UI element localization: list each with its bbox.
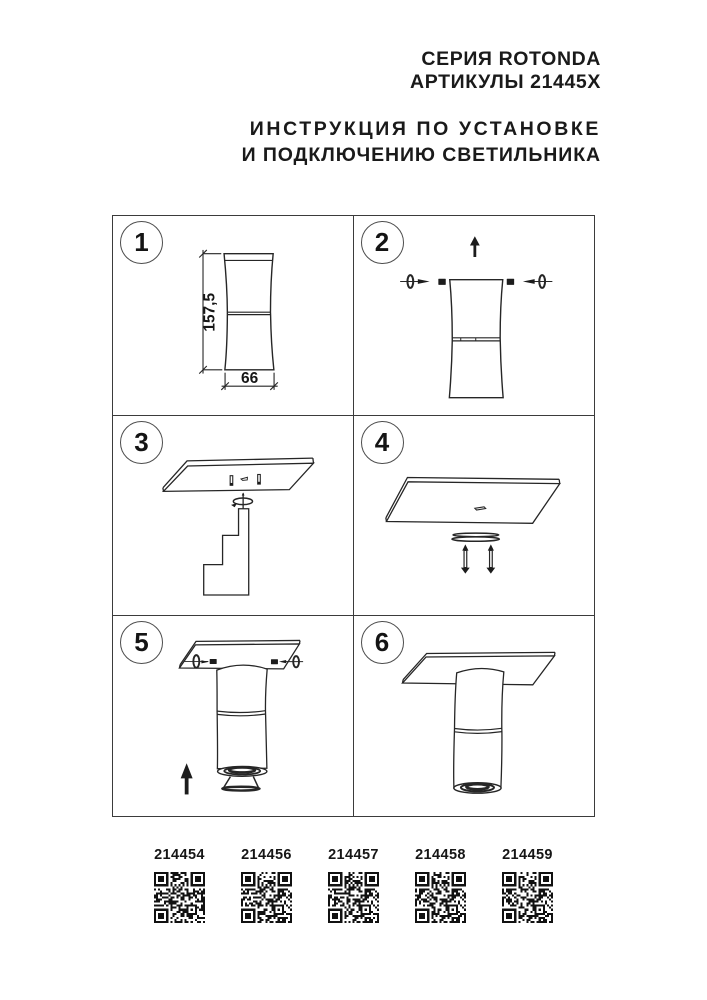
step-panel-2: 2 [353,216,594,416]
qr-label: 214457 [328,847,379,863]
instruction-title-line1: ИНСТРУКЦИЯ ПО УСТАНОВКЕ [249,118,601,141]
ceiling-plate [161,457,315,493]
step-number: 4 [374,427,390,457]
lamp-bottom-rings [216,765,268,777]
lamp-bottom-rings [452,782,502,794]
steps-grid: 157,5 66 1 [112,215,595,817]
step-number-badge: 4 [360,421,404,464]
step-number-badge: 1 [120,221,163,264]
up-arrow-icon [180,763,193,795]
dim-height-label: 157,5 [201,293,218,332]
left-screw-symbol [399,274,446,289]
step-number-badge: 3 [120,421,163,464]
plate-slots [229,473,261,486]
qr-label: 214456 [241,847,292,863]
step-panel-1: 157,5 66 1 [113,216,354,416]
step-number: 6 [374,627,390,657]
plate-center-slot [473,506,487,511]
mounting-screw-left [460,544,470,574]
qr-item: 214459 [502,847,553,923]
right-screw-symbol [506,274,552,289]
qr-row: 214454 214456 214457 214458 214459 [0,847,707,923]
step-panel-3: 3 [113,416,354,616]
slot-arrow [239,476,248,481]
header: СЕРИЯ ROTONDA АРТИКУЛЫ 21445X ИНСТРУКЦИЯ… [242,48,601,168]
canopy-disc [450,532,500,543]
ceiling-plate [178,639,301,670]
step-5-drawing [178,639,304,795]
dim-width-label: 66 [241,370,259,387]
step-number-badge: 6 [360,621,404,664]
bracket-profile [203,508,250,596]
qr-code [241,872,292,923]
left-screw-symbol [184,654,217,669]
step-panel-6: 6 [354,616,595,816]
width-dimension [220,372,279,391]
step-2-drawing [399,236,552,399]
qr-label: 214458 [415,847,466,863]
trim-cone [221,776,261,792]
right-screw-symbol [270,655,304,669]
ceiling-plate [384,476,561,524]
qr-code [154,872,205,923]
step-number: 5 [134,627,149,657]
instruction-title-line2: И ПОДКЛЮЧЕНИЮ СВЕТИЛЬНИКА [241,143,601,166]
step-number: 3 [134,427,149,457]
qr-code [502,872,553,923]
qr-item: 214457 [328,847,379,923]
step-number: 2 [374,227,390,257]
qr-label: 214454 [154,847,205,863]
step-panel-5: 5 [113,616,354,816]
qr-item: 214458 [415,847,466,923]
qr-item: 214454 [154,847,205,923]
step-number-badge: 2 [360,221,404,264]
instruction-title: ИНСТРУКЦИЯ ПО УСТАНОВКЕ И ПОДКЛЮЧЕНИЮ СВ… [242,117,601,167]
lamp-body [216,664,268,770]
step-4-drawing [384,476,561,574]
step-panel-4: 4 [353,416,594,616]
step-1-drawing: 157,5 66 [198,249,279,391]
height-dimension [198,249,223,374]
series-title: СЕРИЯ ROTONDA [421,47,601,70]
qr-item: 214456 [241,847,292,923]
articles-title: АРТИКУЛЫ 21445X [410,71,601,94]
step-number: 1 [134,227,149,257]
qr-code [328,872,379,923]
step-number-badge: 5 [120,621,163,664]
step-3-drawing [161,457,315,596]
lamp-body [452,667,505,789]
mounting-screw-right [485,544,495,574]
qr-label: 214459 [502,847,553,863]
up-arrow-icon [469,236,480,257]
qr-code [415,872,466,923]
screw-symbol [231,492,254,510]
step-6-drawing [400,651,556,794]
